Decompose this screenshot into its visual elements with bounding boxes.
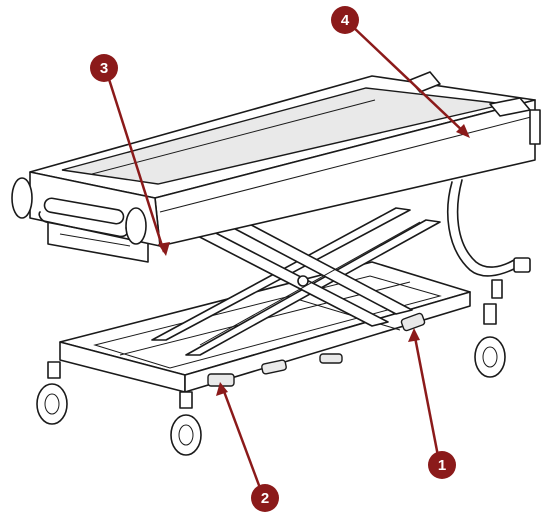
leader-line-1	[412, 331, 440, 457]
callout-2: 2	[251, 484, 279, 512]
callout-label-4: 4	[341, 12, 350, 29]
foot-pedal-right	[400, 312, 426, 332]
castor-wheel-front-left	[170, 391, 202, 456]
leader-line-3	[106, 75, 166, 253]
callout-label-1: 1	[438, 457, 446, 474]
leader-arrow-4	[456, 124, 470, 138]
leader-arrow-3	[158, 242, 170, 256]
callout-3: 3	[90, 54, 118, 82]
top-tray	[11, 71, 541, 247]
callout-label-2: 2	[261, 490, 269, 507]
castor-wheel-rear-left	[36, 361, 68, 425]
drain-hose	[447, 179, 531, 277]
callout-badge-1	[428, 451, 456, 479]
callout-1: 1	[428, 451, 456, 479]
castor-wheel-rear-right	[491, 279, 503, 299]
leader-arrow-1	[408, 328, 420, 342]
callout-label-3: 3	[100, 60, 108, 77]
brake-lever	[261, 353, 343, 375]
scissor-mechanism	[151, 207, 441, 356]
leader-line-2	[220, 385, 262, 489]
callout-badge-3	[90, 54, 118, 82]
leader-arrow-2	[216, 382, 228, 396]
callout-badge-2	[251, 484, 279, 512]
callout-leaders	[106, 25, 470, 489]
leader-line-4	[351, 25, 467, 135]
callout-badge-4	[331, 6, 359, 34]
callout-4: 4	[331, 6, 359, 34]
castor-wheel-front-right	[474, 303, 506, 378]
